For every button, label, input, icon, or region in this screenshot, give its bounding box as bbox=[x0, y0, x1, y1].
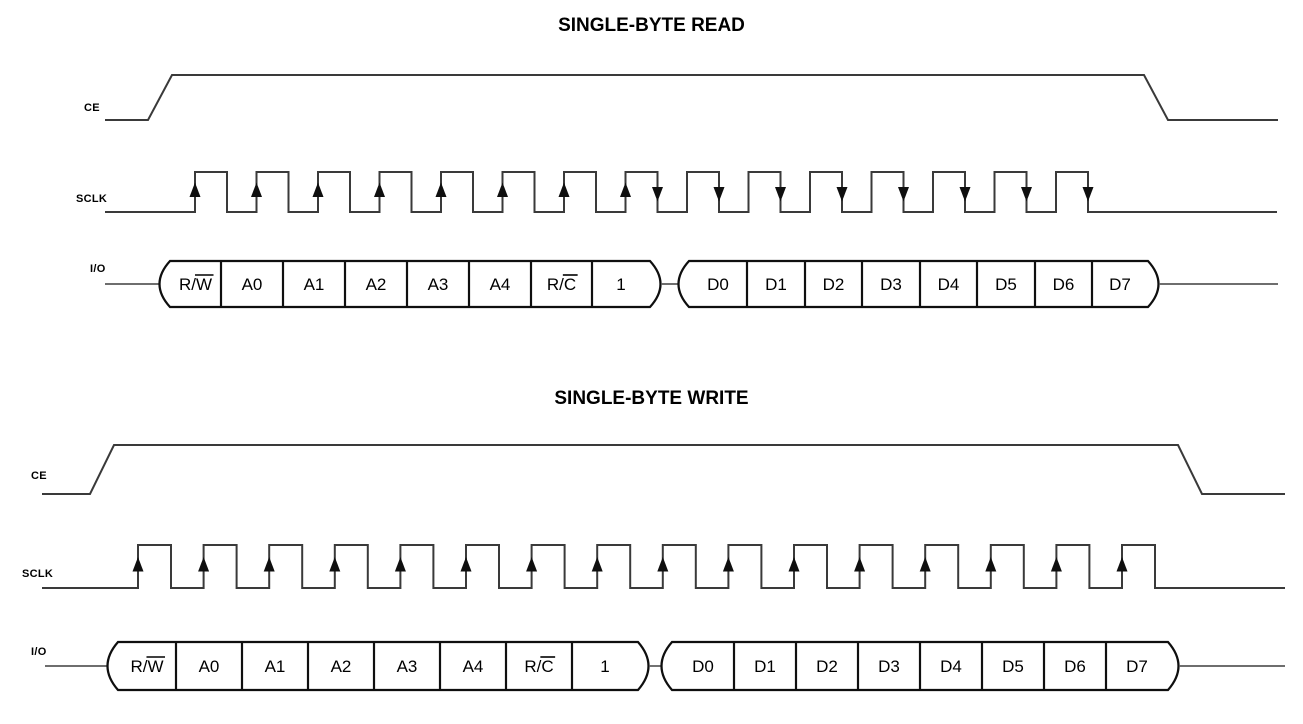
single-byte-write-diagram: R/W A0 A1 A2 A3 A4 R/C 1 D0 D1 D2 D3 D4 D5 D6 D7 bbox=[42, 444, 1285, 692]
bus-cell-label: D6 bbox=[1053, 275, 1075, 294]
clock-rising-edge-arrow-icon bbox=[251, 182, 262, 197]
bus-cell-label: 1 bbox=[600, 657, 609, 676]
io-signal-label-read: I/O bbox=[90, 263, 106, 275]
clock-falling-edge-arrow-icon bbox=[775, 187, 786, 202]
clock-rising-edge-arrow-icon bbox=[591, 557, 603, 572]
data-phase-bus-single-byte-write-outline bbox=[660, 640, 1180, 692]
sclk-waveform-single-byte-read bbox=[105, 171, 1277, 213]
clock-falling-edge-arrow-icon bbox=[1021, 187, 1032, 202]
address-phase-bus-single-byte-read-outline bbox=[158, 259, 662, 309]
clock-rising-edge-arrow-icon bbox=[722, 557, 734, 572]
clock-rising-edge-arrow-icon bbox=[189, 182, 201, 197]
clock-rising-edge-arrow-icon bbox=[394, 557, 406, 572]
ce-signal-label-read: CE bbox=[84, 102, 100, 114]
single-byte-read-diagram: R/W A0 A1 A2 A3 A4 R/C 1 D0 D1 D2 D3 D4 D5 D6 D7 bbox=[105, 74, 1278, 309]
clock-falling-edge-arrow-icon bbox=[652, 187, 663, 202]
bus-cell-label: R/C bbox=[524, 657, 553, 676]
clock-rising-edge-arrow-icon bbox=[263, 557, 275, 572]
bus-cell-label: D3 bbox=[878, 657, 900, 676]
bus-cell-label: R/C bbox=[547, 275, 576, 294]
clock-rising-edge-arrow-icon bbox=[788, 557, 800, 572]
data-phase-bus-single-byte-read-outline bbox=[677, 259, 1160, 309]
bus-cell-label: A1 bbox=[265, 657, 286, 676]
bus-cell-label: D5 bbox=[1002, 657, 1024, 676]
bus-cell-label: D0 bbox=[692, 657, 714, 676]
clock-rising-edge-arrow-icon bbox=[497, 182, 508, 197]
bus-cell-label: A0 bbox=[199, 657, 220, 676]
bus-cell-label: R/W bbox=[130, 657, 163, 676]
bus-cell-label: A4 bbox=[463, 657, 484, 676]
clock-rising-edge-arrow-icon bbox=[558, 182, 570, 197]
clock-rising-edge-arrow-icon bbox=[1116, 557, 1128, 572]
bus-cell-label: D2 bbox=[816, 657, 838, 676]
clock-rising-edge-arrow-icon bbox=[374, 182, 385, 197]
bus-cell-label: 1 bbox=[616, 275, 625, 294]
clock-rising-edge-arrow-icon bbox=[620, 182, 631, 197]
clock-rising-edge-arrow-icon bbox=[1050, 557, 1062, 572]
bus-cell-label: D1 bbox=[754, 657, 776, 676]
bus-cell-label: D2 bbox=[823, 275, 845, 294]
bus-cell-label: D4 bbox=[938, 275, 960, 294]
clock-rising-edge-arrow-icon bbox=[329, 557, 341, 572]
clock-falling-edge-arrow-icon bbox=[959, 187, 971, 202]
clock-rising-edge-arrow-icon bbox=[132, 557, 144, 572]
clock-rising-edge-arrow-icon bbox=[460, 557, 472, 572]
bus-cell-label: A0 bbox=[242, 275, 263, 294]
bus-cell-label: D7 bbox=[1109, 275, 1131, 294]
bus-cell-label: D1 bbox=[765, 275, 787, 294]
bus-cell-label: A2 bbox=[366, 275, 387, 294]
bus-cell-label: A3 bbox=[428, 275, 449, 294]
bus-cell-label: R/W bbox=[179, 275, 212, 294]
sclk-signal-label-write: SCLK bbox=[22, 568, 54, 580]
clock-rising-edge-arrow-icon bbox=[854, 557, 866, 572]
clock-falling-edge-arrow-icon bbox=[836, 187, 848, 202]
bus-cell-label: D6 bbox=[1064, 657, 1086, 676]
clock-rising-edge-arrow-icon bbox=[526, 557, 538, 572]
ce-signal-label-write: CE bbox=[31, 470, 47, 482]
clock-falling-edge-arrow-icon bbox=[898, 187, 909, 202]
bus-cell-label: A3 bbox=[397, 657, 418, 676]
clock-falling-edge-arrow-icon bbox=[713, 187, 725, 202]
clock-falling-edge-arrow-icon bbox=[1082, 187, 1094, 202]
bus-cell-label: D5 bbox=[995, 275, 1017, 294]
clock-rising-edge-arrow-icon bbox=[198, 557, 210, 572]
ce-waveform-single-byte-write bbox=[42, 444, 1285, 495]
sclk-signal-label-read: SCLK bbox=[76, 193, 108, 205]
clock-rising-edge-arrow-icon bbox=[312, 182, 324, 197]
sclk-waveform-single-byte-write bbox=[42, 544, 1285, 589]
single-byte-write-title: SINGLE-BYTE WRITE bbox=[554, 388, 749, 409]
bus-cell-label: D3 bbox=[880, 275, 902, 294]
clock-rising-edge-arrow-icon bbox=[657, 557, 669, 572]
bus-cell-label: A2 bbox=[331, 657, 352, 676]
bus-cell-label: D0 bbox=[707, 275, 729, 294]
single-byte-read-title: SINGLE-BYTE READ bbox=[558, 15, 745, 36]
clock-rising-edge-arrow-icon bbox=[985, 557, 997, 572]
bus-cell-label: D7 bbox=[1126, 657, 1148, 676]
clock-rising-edge-arrow-icon bbox=[919, 557, 931, 572]
address-phase-bus-single-byte-write-outline bbox=[106, 640, 650, 692]
io-signal-label-write: I/O bbox=[31, 646, 47, 658]
bus-cell-label: A4 bbox=[490, 275, 511, 294]
bus-cell-label: D4 bbox=[940, 657, 962, 676]
ce-waveform-single-byte-read bbox=[105, 74, 1278, 121]
bus-cell-label: A1 bbox=[304, 275, 325, 294]
clock-rising-edge-arrow-icon bbox=[435, 182, 447, 197]
